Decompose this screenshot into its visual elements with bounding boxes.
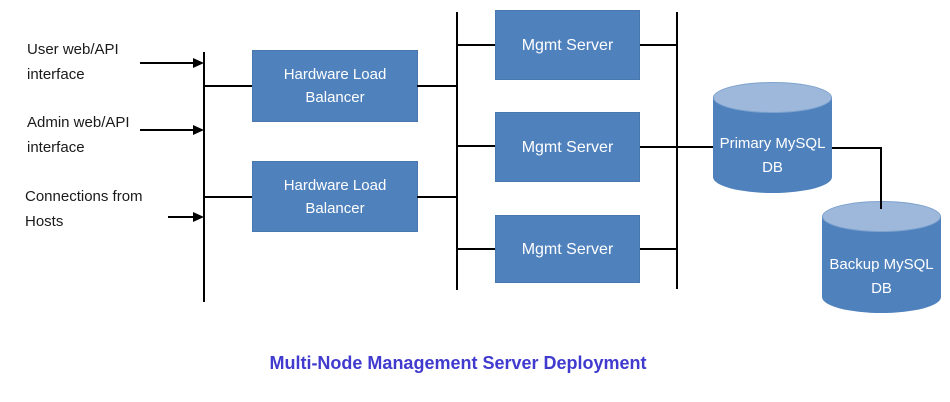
input-label-admin: Admin web/API interface (27, 114, 130, 156)
backup-db-label: Backup MySQL DB (829, 256, 934, 297)
connector-line (640, 248, 677, 250)
connector-line (417, 85, 457, 87)
connector-line (457, 44, 495, 46)
backup-db-cylinder: Backup MySQL DB (822, 201, 941, 313)
mgmt-server-label: Mgmt Server (521, 36, 614, 54)
load-balancer-label: Hardware Load Balancer (283, 176, 387, 217)
connector-line (457, 248, 495, 250)
bus-line-inputs (203, 52, 205, 302)
cylinder-body (713, 97, 832, 193)
connector-line (640, 44, 677, 46)
arrowhead-icon (193, 212, 204, 222)
arrow-line-user (140, 62, 195, 64)
load-balancer-box-2: Hardware Load Balancer (252, 161, 418, 232)
primary-db-label: Primary MySQL DB (719, 135, 826, 176)
mgmt-server-label: Mgmt Server (521, 240, 614, 258)
mgmt-server-label: Mgmt Server (521, 138, 614, 156)
arrowhead-icon (193, 125, 204, 135)
input-label-hosts: Connections from Hosts (25, 188, 143, 230)
replication-line-horizontal (832, 147, 882, 149)
connector-line (417, 196, 457, 198)
cylinder-body (822, 216, 941, 313)
replication-line-vertical (880, 147, 882, 209)
load-balancer-label: Hardware Load Balancer (283, 66, 387, 106)
bus-line-servers (676, 12, 678, 289)
cylinder-top (713, 82, 832, 113)
arrowhead-icon (193, 58, 204, 68)
diagram-title: Multi-Node Management Server Deployment (269, 353, 647, 373)
input-label-user: User web/API interface (27, 41, 119, 83)
load-balancer-box-1: Hardware Load Balancer (252, 50, 418, 122)
connector-line (457, 145, 495, 147)
primary-db-cylinder: Primary MySQL DB (713, 82, 832, 193)
connector-line (204, 196, 253, 198)
arrow-line-hosts (168, 216, 195, 218)
arrow-line-admin (140, 129, 195, 131)
mgmt-server-box-1: Mgmt Server (495, 10, 640, 80)
mgmt-server-box-2: Mgmt Server (495, 112, 640, 182)
bus-line-balancers (456, 12, 458, 290)
mgmt-server-box-3: Mgmt Server (495, 215, 640, 283)
connector-line (204, 85, 253, 87)
